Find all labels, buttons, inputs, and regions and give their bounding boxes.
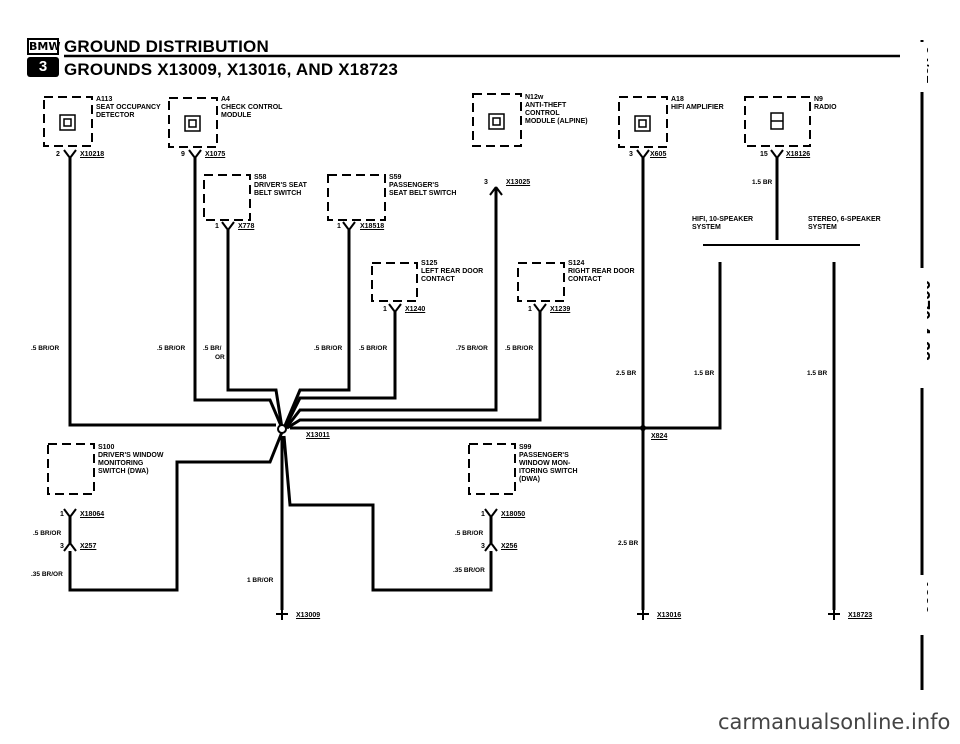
wire-label: .5 BR/OR: [157, 345, 186, 352]
connector-label: X257: [80, 543, 97, 550]
connector-label: X18126: [786, 151, 811, 158]
watermark: carmanualsonline.info: [718, 710, 951, 734]
pin-label: 9: [181, 151, 185, 158]
wire-label: OR: [215, 354, 225, 361]
connector-label: X1240: [405, 306, 426, 313]
wire-label: .5 BR/OR: [505, 345, 534, 352]
connector-label: X13011: [306, 432, 330, 439]
pin-label: 1: [337, 223, 341, 230]
connector-label: X778: [238, 223, 255, 230]
wire-label: .35 BR/OR: [31, 571, 63, 578]
wire-label: .5 BR/: [203, 345, 222, 352]
logo-model: 3: [27, 57, 59, 77]
wire-label: 1.5 BR: [807, 370, 828, 377]
wire-label: .5 BR/OR: [33, 530, 62, 537]
pin-label: 3: [629, 151, 633, 158]
connector-label: X13025: [506, 179, 531, 186]
wire-label: 1 BR/OR: [247, 577, 274, 584]
pin-label: 3: [481, 543, 485, 550]
wire-label: 2.5 BR: [618, 540, 639, 547]
connector-label: X1075: [205, 151, 226, 158]
page-subtitle: GROUNDS X13009, X13016, AND X18723: [64, 60, 399, 79]
pin-label: 1: [383, 306, 387, 313]
wire-label: 1.5 BR: [694, 370, 715, 377]
pin-label: 1: [528, 306, 532, 313]
pin-label: 15: [760, 151, 768, 158]
connector-label: X18518: [360, 223, 385, 230]
connector-label: X256: [501, 543, 518, 550]
ground-label: X13016: [657, 612, 682, 619]
pin-label: 1: [481, 511, 485, 518]
pin-label: 1: [60, 511, 64, 518]
connector-label: X18064: [80, 511, 105, 518]
connector-label: X1239: [550, 306, 571, 313]
wire-label: 2.5 BR: [616, 370, 637, 377]
pin-label: 3: [60, 543, 64, 550]
connector-label: X824: [651, 433, 668, 440]
ground-label: X13009: [296, 612, 321, 619]
wire-label: .75 BR/OR: [456, 345, 488, 352]
bmw-logo: BMW 3: [27, 38, 61, 78]
logo-brand: BMW: [27, 38, 61, 55]
pin-label: 1: [215, 223, 219, 230]
wire-label: .5 BR/OR: [359, 345, 388, 352]
ground-label: X18723: [848, 612, 873, 619]
pin-label: 2: [56, 151, 60, 158]
connector-label: X10218: [80, 151, 105, 158]
connector-label: X605: [650, 151, 667, 158]
wire-label: .5 BR/OR: [31, 345, 60, 352]
wire-label: 1.5 BR: [752, 179, 773, 186]
pin-label: 3: [484, 179, 488, 186]
connector-label: X18050: [501, 511, 526, 518]
wire-label: .35 BR/OR: [453, 567, 485, 574]
wire-label: .5 BR/OR: [455, 530, 484, 537]
page-title: GROUND DISTRIBUTION: [64, 37, 269, 56]
wire-label: .5 BR/OR: [314, 345, 343, 352]
